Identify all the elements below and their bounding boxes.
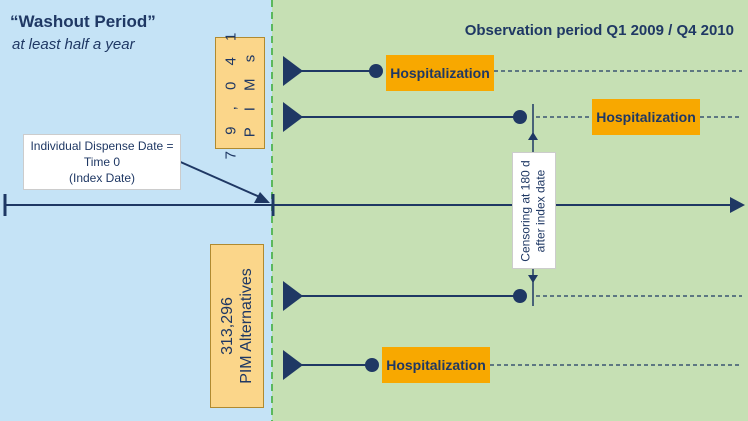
observation-period-title: Observation period Q1 2009 / Q4 2010 bbox=[464, 22, 734, 39]
washout-period-subtitle: at least half a year bbox=[12, 36, 135, 53]
censoring-arrow-up bbox=[528, 132, 538, 140]
row3-censor-dot bbox=[513, 289, 527, 303]
row2-start-triangle bbox=[283, 102, 303, 132]
callout-pointer-line bbox=[175, 159, 263, 199]
hospitalization-box-2: Hospitalization bbox=[592, 99, 700, 135]
row4-start-triangle bbox=[283, 350, 303, 380]
index-date-callout-text: Individual Dispense Date =Time 0(Index D… bbox=[30, 139, 174, 185]
censoring-arrow-down bbox=[528, 275, 538, 283]
callout-pointer-arrowhead bbox=[254, 192, 270, 203]
index-date-callout: Individual Dispense Date =Time 0(Index D… bbox=[23, 134, 181, 190]
row2-censor-dot bbox=[513, 110, 527, 124]
washout-period-title: “Washout Period” bbox=[10, 12, 156, 31]
row3-start-triangle bbox=[283, 281, 303, 311]
observation-period-background bbox=[272, 0, 748, 421]
row1-start-triangle bbox=[283, 56, 303, 86]
hospitalization-box-1: Hospitalization bbox=[386, 55, 494, 91]
hospitalization-box-3: Hospitalization bbox=[382, 347, 490, 383]
row1-event-dot bbox=[369, 64, 383, 78]
row4-event-dot bbox=[365, 358, 379, 372]
time-axis-arrowhead bbox=[730, 197, 745, 213]
